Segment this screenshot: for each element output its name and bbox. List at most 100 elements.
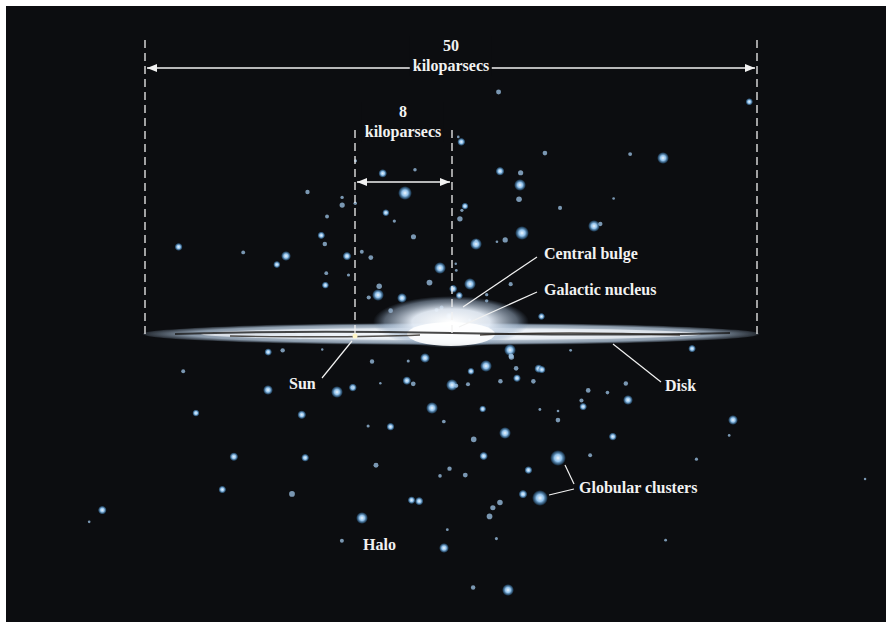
globular-cluster (446, 379, 458, 391)
globular-cluster (301, 454, 309, 462)
globular-cluster (514, 366, 519, 371)
globular-cluster (586, 388, 591, 393)
globular-cluster (457, 138, 465, 146)
globular-cluster (229, 452, 238, 461)
globular-cluster (480, 360, 492, 372)
globular-cluster (241, 250, 245, 254)
globular-cluster (457, 216, 462, 221)
globular-cluster (499, 427, 511, 439)
globular-cluster (509, 354, 514, 359)
globular-cluster (471, 585, 475, 589)
globular-cluster (598, 222, 602, 226)
globular-cluster (370, 359, 374, 363)
globular-cluster (398, 186, 412, 200)
globular-cluster (557, 410, 560, 413)
globular-cluster (343, 252, 352, 261)
globular-cluster (588, 220, 600, 232)
globular-cluster (558, 206, 562, 210)
globular-cluster (281, 251, 291, 261)
globular-cluster (378, 169, 387, 178)
globular-cluster (427, 280, 433, 286)
globular-cluster (455, 269, 458, 272)
globular-cluster (434, 262, 446, 274)
globular-cluster (628, 152, 632, 156)
globular-cluster (664, 539, 667, 542)
globular-cluster (514, 179, 526, 191)
globular-cluster (368, 255, 373, 260)
dimension-label: 8 kiloparsecs (362, 102, 444, 142)
globular-cluster (322, 281, 329, 288)
globular-cluster (461, 203, 468, 210)
globular-cluster (264, 348, 272, 356)
globular-cluster (340, 196, 343, 199)
globular-cluster (490, 505, 495, 510)
globular-cluster (408, 496, 416, 504)
globular-cluster (498, 379, 503, 384)
globular-cluster (463, 473, 468, 478)
globular-cluster (325, 215, 329, 219)
globular-cluster (88, 521, 91, 524)
globular-cluster (695, 458, 698, 461)
globular-cluster (372, 289, 384, 301)
globular-cluster (454, 384, 458, 388)
globular-cluster (413, 168, 416, 171)
globular-cluster (579, 398, 583, 402)
globular-cluster (386, 423, 394, 431)
globular-cluster (273, 261, 280, 268)
part-label: Halo (360, 535, 399, 555)
globular-cluster (321, 348, 323, 350)
globular-cluster (426, 402, 438, 414)
globular-cluster (356, 512, 368, 524)
part-label: Disk (662, 376, 699, 396)
globular-cluster (538, 408, 541, 411)
part-label: Central bulge (541, 244, 641, 264)
globular-cluster (532, 490, 548, 506)
globular-cluster (515, 226, 529, 240)
globular-cluster (485, 293, 488, 296)
globular-cluster (340, 202, 345, 207)
globular-cluster (449, 285, 457, 293)
dimension-label: 50 kiloparsecs (410, 36, 492, 76)
globular-cluster (349, 383, 357, 391)
globular-cluster (479, 452, 488, 461)
globular-cluster (624, 381, 628, 385)
globular-cluster (393, 219, 396, 222)
globular-cluster (470, 238, 482, 250)
globular-cluster (289, 491, 295, 497)
globular-cluster (340, 539, 344, 543)
globular-cluster (509, 282, 513, 286)
part-label: Galactic nucleus (541, 280, 659, 300)
globular-cluster (496, 89, 501, 94)
globular-cluster (606, 391, 610, 395)
globular-cluster (367, 295, 371, 299)
globular-cluster (569, 349, 572, 352)
globular-cluster (467, 368, 474, 375)
globular-cluster (503, 237, 508, 242)
globular-cluster (475, 239, 478, 242)
globular-cluster (579, 403, 587, 411)
globular-cluster (447, 466, 451, 470)
globular-cluster (556, 418, 561, 423)
globular-cluster (192, 409, 199, 416)
dimension-lines (145, 40, 757, 336)
globular-cluster (317, 231, 325, 239)
globular-cluster (609, 432, 617, 440)
globular-cluster (323, 242, 328, 247)
globular-cluster (324, 271, 328, 275)
globular-cluster (466, 382, 470, 386)
globular-cluster (347, 273, 350, 276)
globular-cluster (376, 283, 381, 288)
globular-cluster (688, 345, 696, 353)
globular-cluster (420, 353, 430, 363)
globular-cluster (495, 537, 498, 540)
globular-cluster (518, 170, 523, 175)
globular-cluster (550, 450, 566, 466)
globular-cluster (487, 514, 493, 520)
globular-cluster (218, 486, 226, 494)
globular-cluster (439, 543, 449, 553)
globular-cluster (98, 506, 107, 515)
globular-cluster (728, 434, 731, 437)
globular-cluster (496, 240, 499, 243)
